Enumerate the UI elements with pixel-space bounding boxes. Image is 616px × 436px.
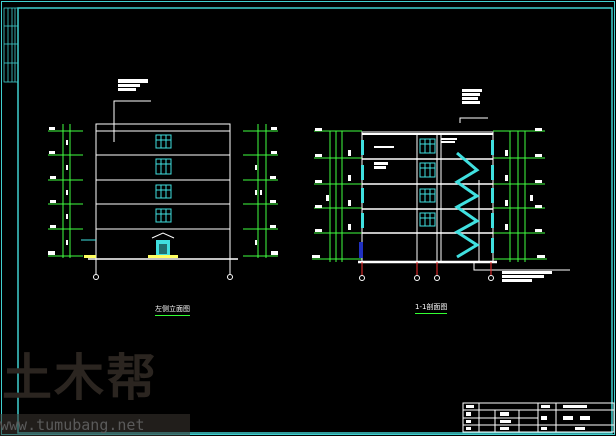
- dimension-lines: [312, 130, 547, 262]
- window-icon: [419, 138, 436, 227]
- axis-markers: [93, 259, 233, 280]
- watermark-logo: 土木帮: [2, 349, 158, 407]
- title-block: [462, 402, 615, 433]
- title-block-text: [466, 405, 590, 430]
- section-title: 1-1剖面图: [415, 302, 448, 314]
- section-1-1: [312, 89, 570, 282]
- axis-lines: [361, 262, 492, 275]
- wall-section: [361, 140, 494, 253]
- window-icon: [155, 134, 172, 223]
- entrance-door-icon: [81, 232, 178, 258]
- watermark-url: www.tumubang.net: [0, 414, 190, 436]
- axis-markers: [359, 275, 494, 281]
- staircase: [454, 151, 480, 259]
- left-elevation-title: 左侧立面图: [155, 304, 190, 316]
- left-elevation: [48, 79, 278, 280]
- dimension-lines: [48, 124, 278, 258]
